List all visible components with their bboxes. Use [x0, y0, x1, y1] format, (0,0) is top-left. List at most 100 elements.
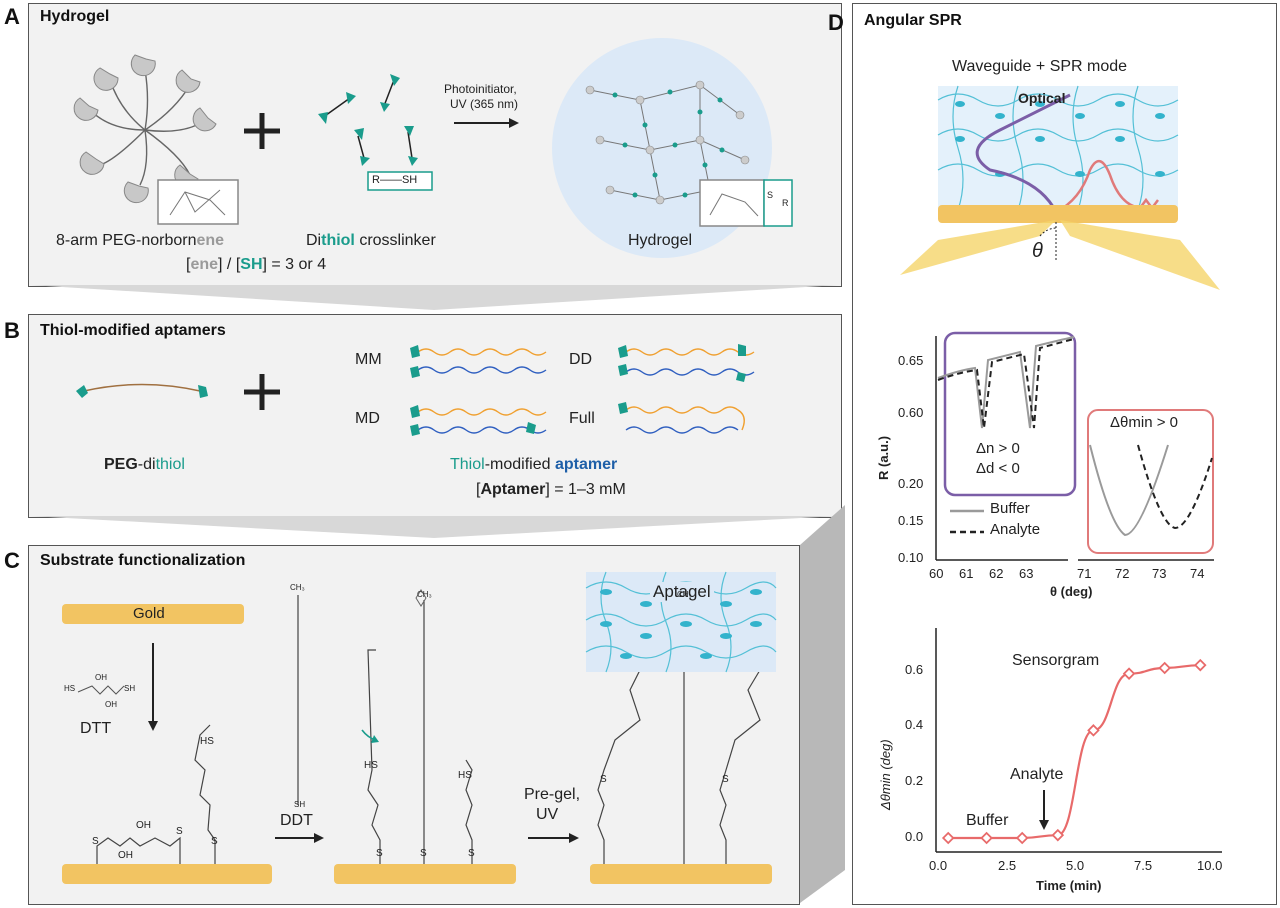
spr-dd: Δd < 0	[976, 460, 1020, 477]
sens-ylabel: Δθmin (deg)	[878, 739, 893, 810]
tm-thiol: Thiol	[450, 456, 485, 473]
sens-ytick-04: 0.4	[905, 717, 924, 732]
spr-xlabel: θ (deg)	[1050, 584, 1093, 599]
spr-ytick-060: 0.60	[898, 405, 924, 420]
bound-hs: HS	[200, 736, 214, 747]
spr-ytick-020: 0.20	[898, 476, 924, 491]
spr-legend-analyte: Analyte	[990, 521, 1041, 538]
crosslinker-label: Dithiol crosslinker	[306, 232, 436, 250]
dtt-sh: SH	[124, 684, 136, 693]
mid-hs-1: HS	[364, 760, 378, 771]
sens-ytick-06: 0.6	[905, 662, 924, 677]
sens-analyte-label: Analyte	[1010, 766, 1064, 783]
panel-c-letter: C	[4, 548, 20, 573]
spr-xtick-61: 61	[959, 566, 974, 581]
spr-ylabel: R (a.u.)	[876, 435, 891, 480]
spr-xtick-62: 62	[989, 566, 1004, 581]
aptamer-conc-label: [Aptamer] = 1–3 mM	[476, 481, 626, 499]
gold-label: Gold	[133, 605, 165, 622]
spr-dn: Δn > 0	[976, 440, 1020, 457]
thiol-text-b: thiol	[155, 456, 185, 473]
bound-s-3: S	[211, 836, 218, 847]
dtt-oh-1: OH	[95, 673, 107, 682]
sens-xtick-75: 7.5	[1134, 858, 1153, 873]
label-dd: DD	[569, 351, 593, 368]
spr-xtick-72: 72	[1115, 566, 1130, 581]
spr-xtick-63: 63	[1019, 566, 1034, 581]
tm-aptamer: aptamer	[554, 456, 618, 473]
sens-ytick-02: 0.2	[905, 773, 924, 788]
ratio-sh: SH	[240, 256, 263, 273]
ddt-label: DDT	[280, 812, 313, 829]
label-full: Full	[569, 410, 595, 427]
rsh-label: R——SH	[372, 174, 418, 186]
panel-b-letter: B	[4, 318, 20, 343]
r-label: R	[782, 198, 789, 208]
sens-buffer-label: Buffer	[966, 812, 1009, 829]
ddt-ch3-2: CH₃	[417, 590, 432, 599]
peg-dithiol-label: PEG-dithiol	[104, 456, 185, 474]
spr-dmin: Δθmin > 0	[1110, 414, 1178, 431]
sens-ytick-00: 0.0	[905, 829, 924, 844]
ratio-ene: ene	[190, 256, 219, 273]
ddt-ch3-1: CH₃	[290, 583, 305, 592]
ratio-mid: ] / [	[218, 256, 241, 273]
panel-d-letter: D	[828, 10, 844, 35]
s-label: S	[767, 190, 774, 200]
mid-s-3: S	[468, 848, 475, 859]
aptagel-label: Aptagel	[650, 582, 714, 602]
thiol-text: thiol	[321, 232, 355, 249]
theta-label: θ	[1032, 240, 1043, 262]
conc-apt: Aptamer	[480, 481, 546, 498]
mid-s-1: S	[376, 848, 383, 859]
sens-xlabel: Time (min)	[1036, 878, 1102, 893]
panel-a-letter: A	[4, 4, 20, 29]
label-mm: MM	[355, 351, 382, 368]
bound-s-1: S	[92, 836, 99, 847]
mode-title: Waveguide + SPR mode	[952, 58, 1128, 75]
panel-d	[852, 3, 1277, 905]
bound-s-2: S	[176, 826, 183, 837]
hydrogel-label: Hydrogel	[628, 232, 693, 249]
fin-s-2: S	[722, 774, 729, 785]
fin-s-1: S	[600, 774, 607, 785]
panel-a-title: Hydrogel	[40, 8, 110, 25]
label-md: MD	[355, 410, 380, 427]
conc-rest: ] = 1–3 mM	[545, 481, 626, 498]
spr-xtick-60: 60	[929, 566, 944, 581]
spr-ytick-015: 0.15	[898, 513, 924, 528]
ratio-close: ] = 3 or 4	[262, 256, 327, 273]
di-text: Di	[306, 232, 322, 249]
crosslinker-text: crosslinker	[354, 232, 436, 249]
pregel-label-1: Pre-gel,	[524, 786, 581, 803]
spr-xtick-73: 73	[1152, 566, 1167, 581]
ratio-open: [	[186, 256, 191, 273]
peg-bold: PEG	[104, 456, 138, 473]
tm-mid: -modified	[484, 456, 555, 473]
panel-b	[28, 314, 842, 518]
spr-xtick-74: 74	[1190, 566, 1205, 581]
spr-legend-buffer: Buffer	[990, 500, 1030, 517]
sens-xtick-5: 5.0	[1066, 858, 1085, 873]
peg-suffix: ene	[196, 232, 225, 249]
photo-label-2: UV (365 nm)	[450, 97, 519, 111]
spr-ytick-065: 0.65	[898, 353, 924, 368]
bound-oh-2: OH	[118, 850, 133, 861]
ddt-ch3-3: CH₃	[677, 590, 692, 599]
panel-c-title: Substrate functionalization	[40, 552, 246, 569]
peg-label: 8-arm PEG-norbornene	[56, 232, 224, 250]
sens-xtick-25: 2.5	[998, 858, 1017, 873]
sens-xtick-0: 0.0	[929, 858, 948, 873]
sens-xtick-10: 10.0	[1197, 858, 1223, 873]
ratio-label: [ene] / [SH] = 3 or 4	[186, 256, 326, 274]
panel-d-title: Angular SPR	[864, 12, 962, 29]
conc-open: [	[476, 481, 481, 498]
dtt-label: DTT	[80, 720, 112, 737]
spr-ytick-010: 0.10	[898, 550, 924, 565]
mid-hs-2: HS	[458, 770, 472, 781]
dtt-hs: HS	[64, 684, 76, 693]
thiol-modified-label: Thiol-modified aptamer	[450, 456, 617, 474]
bound-oh-1: OH	[136, 820, 151, 831]
photo-label-1: Photoinitiator,	[444, 82, 517, 96]
panel-b-title: Thiol-modified aptamers	[40, 322, 226, 339]
